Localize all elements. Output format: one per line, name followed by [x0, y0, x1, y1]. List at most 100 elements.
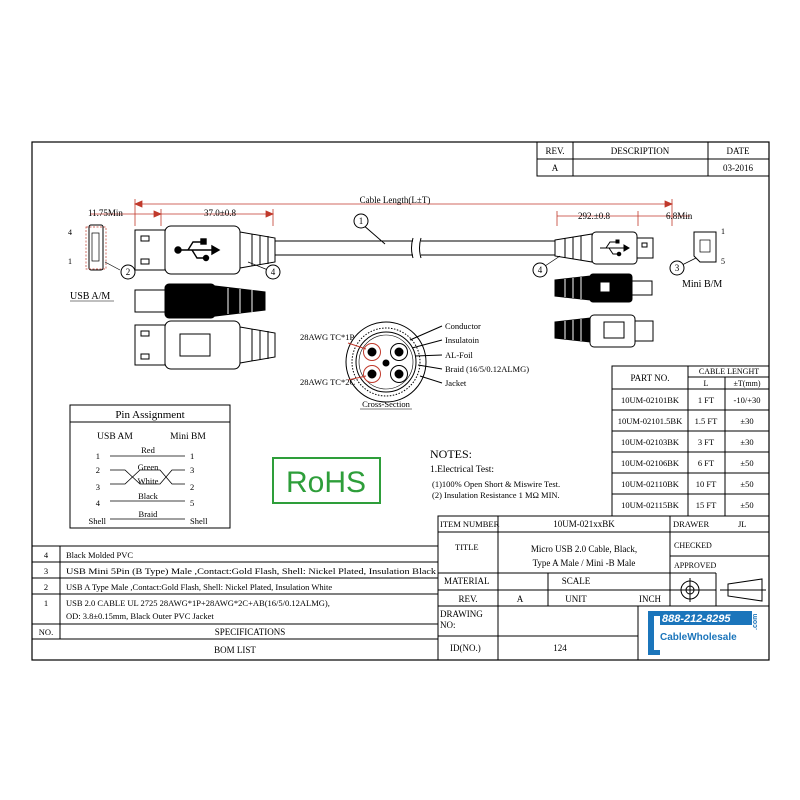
part-cell: 10UM-02115BK [621, 500, 680, 510]
pin-left-header: USB AM [97, 432, 133, 442]
checked-label: CHECKED [674, 541, 712, 550]
pin-wires [110, 455, 185, 520]
bom-spec-header: SPECIFICATIONS [215, 627, 286, 637]
notes-line2: (1)100% Open Short & Miswire Test. [432, 479, 560, 489]
title-label: TITLE [455, 542, 479, 552]
length-cell: 1 FT [698, 395, 715, 405]
length-cell: 15 FT [696, 500, 717, 510]
pin-assignment-box [69, 404, 231, 529]
drawer-value: JL [738, 519, 747, 529]
svg-text:4: 4 [271, 267, 276, 277]
pin-row-left: Shell [89, 516, 107, 526]
dimension-lines [90, 199, 690, 226]
notes-line3: (2) Insulation Resistance 1 MΩ MIN. [432, 490, 560, 500]
date-header: DATE [727, 146, 750, 156]
rev-header: REV. [545, 146, 564, 156]
mini-usb-trident-icon [600, 239, 630, 257]
projection-symbol [678, 578, 766, 602]
rev-label: REV. [458, 594, 477, 604]
parts-rows: 10UM-02101BK 1 FT -10/+30 10UM-02101.5BK… [618, 395, 761, 510]
bom-rows: 4 Black Molded PVC 3 USB Mini 5Pin (B Ty… [44, 550, 437, 621]
pin-right-header: Mini BM [170, 432, 206, 442]
callout-4a [265, 264, 281, 280]
part-header: PART NO. [631, 373, 670, 383]
label-insulation: Insulatoin [445, 335, 480, 345]
usb-a-pin1: 1 [68, 257, 72, 266]
pin-row-right: 2 [190, 482, 194, 492]
svg-text:4: 4 [538, 265, 543, 275]
usb-a-face [85, 224, 107, 271]
pin-assignment-title: Pin Assignment [115, 409, 184, 421]
pin-row-wire: Black [138, 491, 159, 501]
pin-row-right: 1 [190, 451, 194, 461]
scale-label: SCALE [562, 576, 591, 586]
label-braid: Braid (16/5/0.12ALMG) [445, 364, 529, 374]
svg-text:3: 3 [675, 263, 680, 273]
callout-1 [353, 213, 369, 229]
rev-value: A [552, 163, 559, 173]
cross-section-title: Cross-Section [362, 399, 410, 409]
tolerance-cell: ±30 [740, 437, 753, 447]
pin-row-right: 5 [190, 498, 194, 508]
mini-pin1: 1 [721, 227, 725, 236]
dim-68: 6.8Min [666, 211, 693, 221]
approved-label: APPROVED [674, 561, 716, 570]
tolerance-cell: ±30 [740, 416, 753, 426]
part-cell: 10UM-02101.5BK [618, 416, 683, 426]
logo-phone: 888-212-8295 [662, 613, 731, 625]
length-cell: 3 FT [698, 437, 715, 447]
label-conductor: Conductor [445, 321, 481, 331]
rev-value-tb: A [517, 594, 524, 604]
length-cell: 1.5 FT [695, 416, 718, 426]
callout-4b [532, 262, 548, 278]
bom-footer: BOM LIST [214, 645, 256, 655]
mini-b-plug-top [554, 231, 654, 265]
rohs-text: RoHS [286, 466, 366, 499]
bom-spec-line2: OD: 3.8±0.15mm, Black Outer PVC Jacket [66, 611, 214, 621]
part-cell: 10UM-02106BK [621, 458, 680, 468]
cable-break [361, 223, 422, 259]
length-cell: 6 FT [698, 458, 715, 468]
drawer-label: DRAWER [673, 519, 709, 529]
mini-bm-label: Mini B/M [682, 279, 722, 290]
bom-spec: USB A Type Male ,Contact:Gold Flash, She… [66, 582, 332, 592]
bom-no: 3 [44, 566, 48, 576]
title-line1: Micro USB 2.0 Cable, Black, [531, 544, 637, 554]
pin-row-wire: White [138, 476, 159, 486]
part-cell: 10UM-02110BK [621, 479, 680, 489]
bom-spec: USB Mini 5Pin (B Type) Male ,Contact:Gol… [66, 566, 437, 576]
notes-title: NOTES: [430, 447, 472, 461]
dim-370: 37.0±0.8 [204, 208, 236, 218]
item-number-value: 10UM-021xxBK [553, 519, 615, 529]
pin-rows: 1 Red 1 2 Green 3 3 White 2 4 Black 5 Sh… [89, 445, 209, 526]
pin-row-wire: Green [138, 462, 160, 472]
usb-trident-icon [174, 238, 221, 262]
label-al-foil: AL-Foil [445, 350, 474, 360]
label-jacket: Jacket [445, 378, 467, 388]
part-cell: 10UM-02103BK [621, 437, 680, 447]
mini-b-face [693, 231, 717, 263]
bom-no-header: NO. [39, 627, 53, 637]
cablewholesale-logo: 888-212-8295 CableWholesale .com [648, 611, 759, 655]
bom-spec: Black Molded PVC [66, 550, 133, 560]
pin-row-right: Shell [190, 516, 208, 526]
item-number-label: ITEM NUMBER [440, 519, 500, 529]
date-value: 03-2016 [723, 163, 753, 173]
part-cell: 10UM-02101BK [621, 395, 680, 405]
dim-292: 292.±0.8 [578, 211, 610, 221]
bom-table [32, 545, 438, 640]
title-line2: Type A Male / Mini -B Male [533, 558, 636, 568]
unit-value: INCH [639, 594, 661, 604]
usb-a-pin4: 4 [68, 228, 72, 237]
svg-text:1: 1 [359, 216, 364, 226]
bom-no: 4 [44, 550, 49, 560]
material-label: MATERIAL [444, 576, 490, 586]
revision-block [536, 141, 770, 177]
dim-1175: 11.75Min [88, 208, 123, 218]
id-value: 124 [553, 643, 567, 653]
description-header: DESCRIPTION [611, 146, 670, 156]
bom-no: 2 [44, 582, 48, 592]
length-cell: 10 FT [696, 479, 717, 489]
callout-2 [120, 264, 136, 280]
